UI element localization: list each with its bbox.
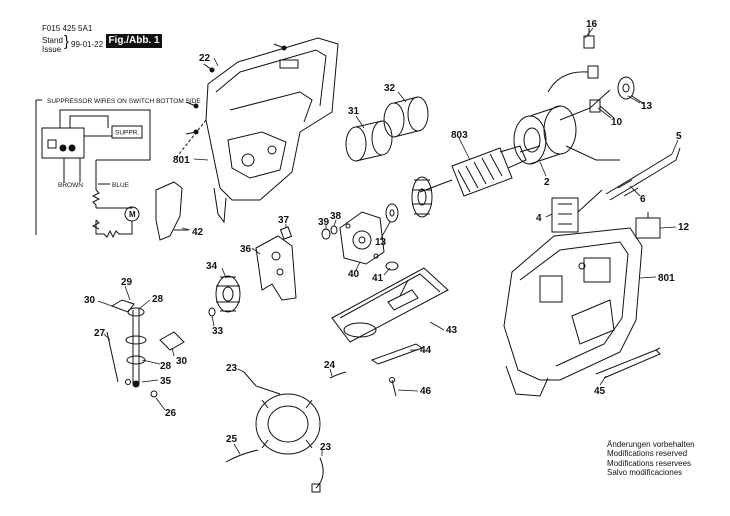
part-number: 12 xyxy=(678,222,690,233)
fan-wheel xyxy=(411,176,433,218)
part-number: 6 xyxy=(640,194,646,205)
part-number: 39 xyxy=(318,217,330,228)
bearing-13-front xyxy=(385,203,399,223)
part-number: 38 xyxy=(330,211,342,222)
notice-line: Modifications reservees xyxy=(607,458,692,468)
washer-38 xyxy=(330,225,338,235)
part-number: 43 xyxy=(446,325,458,336)
lever-44 xyxy=(370,343,424,365)
brown-wire-label: BROWN xyxy=(58,182,83,189)
part-number: 16 xyxy=(586,19,598,30)
washer-39 xyxy=(321,228,331,240)
issue-date: 99-01-22 xyxy=(71,40,104,49)
bearing-13-top xyxy=(617,76,645,105)
switch-block xyxy=(41,127,85,159)
plug-16 xyxy=(547,28,599,93)
modifications-notice: Änderungen vorbehalten Modifications res… xyxy=(607,440,695,478)
guide-plate-36 xyxy=(255,235,297,301)
carbon-brush-10 xyxy=(589,99,615,119)
power-cable xyxy=(605,147,681,201)
part-number: 5 xyxy=(676,131,682,142)
plunger-assembly xyxy=(106,299,185,398)
part-number: 33 xyxy=(212,326,224,337)
part-number: 801 xyxy=(658,273,675,284)
part-number: 4 xyxy=(536,213,542,224)
housing-half-right xyxy=(503,227,643,397)
part-number: 35 xyxy=(160,376,172,387)
gear-housing-40 xyxy=(339,211,385,265)
part-number: 27 xyxy=(94,328,106,339)
part-number: 24 xyxy=(324,360,336,371)
part-numbers: 16 22 32 13 31 803 10 5 801 2 6 37 39 38… xyxy=(84,19,690,453)
switch-4 xyxy=(551,189,603,233)
part-number: 30 xyxy=(176,356,188,367)
part-number: 36 xyxy=(240,244,252,255)
suppressor-box xyxy=(111,125,143,139)
suppr-label: SUPPR. xyxy=(115,130,139,137)
part-number: 28 xyxy=(152,294,164,305)
part-number: 26 xyxy=(165,408,177,419)
figure-label: Fig./Abb. 1 xyxy=(106,34,162,48)
stand-label: Stand xyxy=(42,36,63,45)
motor-label: M xyxy=(129,210,136,219)
base-plate-43 xyxy=(331,267,449,343)
part-number: 42 xyxy=(192,227,204,238)
suppressor-note: SUPPRESSOR WIRES ON SWITCH BOTTOM SIDE xyxy=(47,98,201,105)
part-number: 10 xyxy=(611,117,623,128)
issue-label: Issue xyxy=(42,45,62,54)
brace: } xyxy=(64,33,70,50)
part-number: 803 xyxy=(451,130,468,141)
housing-half-left xyxy=(175,37,339,224)
part-number: 30 xyxy=(84,295,96,306)
resistor-top xyxy=(91,189,101,208)
bearing-sleeve-31 xyxy=(345,120,393,162)
part-number: 28 xyxy=(160,361,172,372)
part-number: 23 xyxy=(320,442,332,453)
wiring-schematic: SUPPRESSOR WIRES ON SWITCH BOTTOM SIDE S… xyxy=(35,98,201,239)
field-coil-25 xyxy=(225,371,347,493)
gear-34 xyxy=(215,275,241,313)
part-number: 37 xyxy=(278,215,290,226)
bearing-sleeve-32 xyxy=(383,96,429,138)
switch-contact xyxy=(47,139,57,149)
pin-37 xyxy=(279,226,293,240)
suppressor-12 xyxy=(635,212,661,239)
part-number: 2 xyxy=(544,177,550,188)
part-number: 29 xyxy=(121,277,133,288)
armature-803 xyxy=(419,145,541,197)
part-number: 23 xyxy=(226,363,238,374)
part-41 xyxy=(385,261,399,271)
bracket-42 xyxy=(155,181,188,241)
notice-line: Salvo modificaciones xyxy=(607,468,683,478)
notice-line: Änderungen vorbehalten xyxy=(607,440,695,449)
part-number: 46 xyxy=(420,386,432,397)
part-number: 13 xyxy=(375,237,387,248)
part-number: 801 xyxy=(173,155,190,166)
part-number: 44 xyxy=(420,345,432,356)
part-number: 41 xyxy=(372,273,384,284)
part-number: 40 xyxy=(348,269,360,280)
screws-22 xyxy=(185,43,287,135)
part-number: 22 xyxy=(199,53,211,64)
blue-wire-label: BLUE xyxy=(112,182,130,189)
part-number: 34 xyxy=(206,261,218,272)
stator-2 xyxy=(513,89,620,165)
document-code: F015 425 5A1 xyxy=(42,24,93,33)
part-number: 45 xyxy=(594,386,606,397)
part-30-left xyxy=(110,299,135,313)
bushing-33 xyxy=(208,307,216,317)
screw-46 xyxy=(389,377,397,397)
part-number: 32 xyxy=(384,83,396,94)
part-number: 31 xyxy=(348,106,360,117)
leader-lines xyxy=(97,27,679,456)
hex-key-45 xyxy=(595,347,661,379)
part-number: 13 xyxy=(641,101,653,112)
notice-line: Modifications reserved xyxy=(607,449,688,459)
part-30-right xyxy=(159,331,185,351)
part-number: 25 xyxy=(226,434,238,445)
